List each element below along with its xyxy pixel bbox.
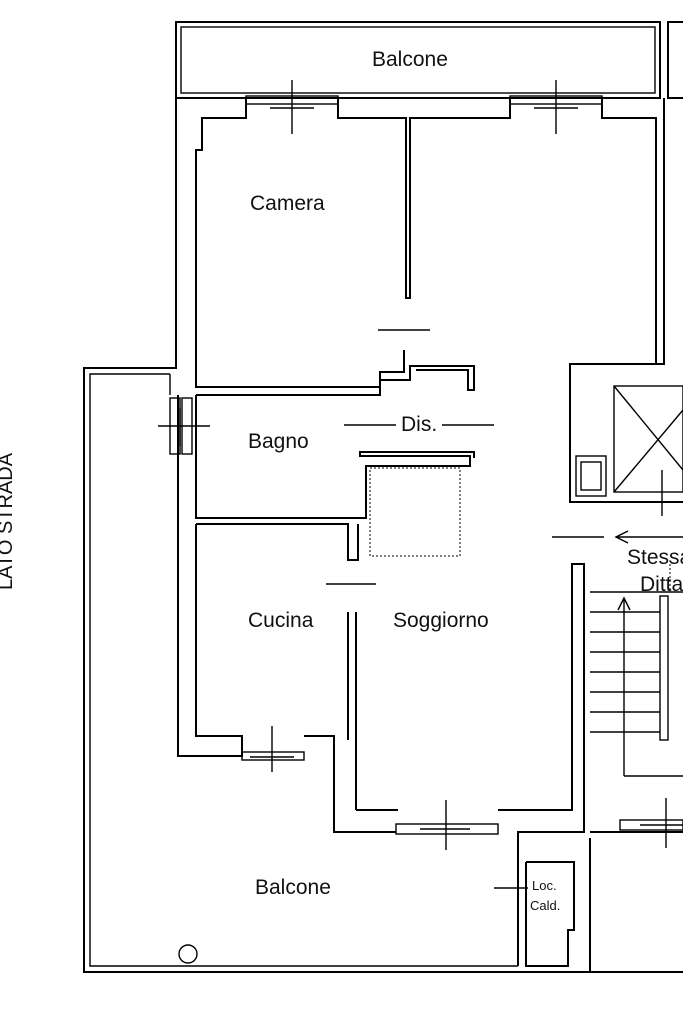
label-side-street: LATO STRADA [0, 452, 17, 590]
label-stessa: Stessa [627, 546, 683, 569]
label-dis: Dis. [401, 413, 437, 436]
room-camera [195, 80, 665, 388]
boiler-room [494, 861, 575, 967]
room-bagno [158, 365, 494, 519]
label-balcone-top: Balcone [372, 48, 448, 71]
label-bagno: Bagno [248, 430, 309, 453]
label-cald: Cald. [530, 898, 560, 913]
label-balcone-bottom: Balcone [255, 876, 331, 899]
window-bagno [158, 397, 210, 455]
left-terrace [83, 98, 683, 973]
label-cucina: Cucina [248, 609, 314, 632]
window-top-right [509, 80, 603, 134]
top-balcony [175, 21, 683, 99]
label-soggiorno: Soggiorno [393, 609, 489, 632]
label-ditta: Ditta [640, 573, 683, 596]
window-cucina [241, 726, 305, 772]
room-cucina [177, 395, 398, 833]
window-soggiorno [395, 800, 499, 850]
room-soggiorno [395, 563, 585, 966]
drain-icon [178, 944, 198, 964]
window-camera [245, 80, 339, 134]
label-camera: Camera [250, 192, 325, 215]
window-stair [619, 798, 683, 848]
label-loc: Loc. [532, 878, 557, 893]
closet-outline [369, 467, 461, 557]
stairwell [552, 363, 683, 972]
